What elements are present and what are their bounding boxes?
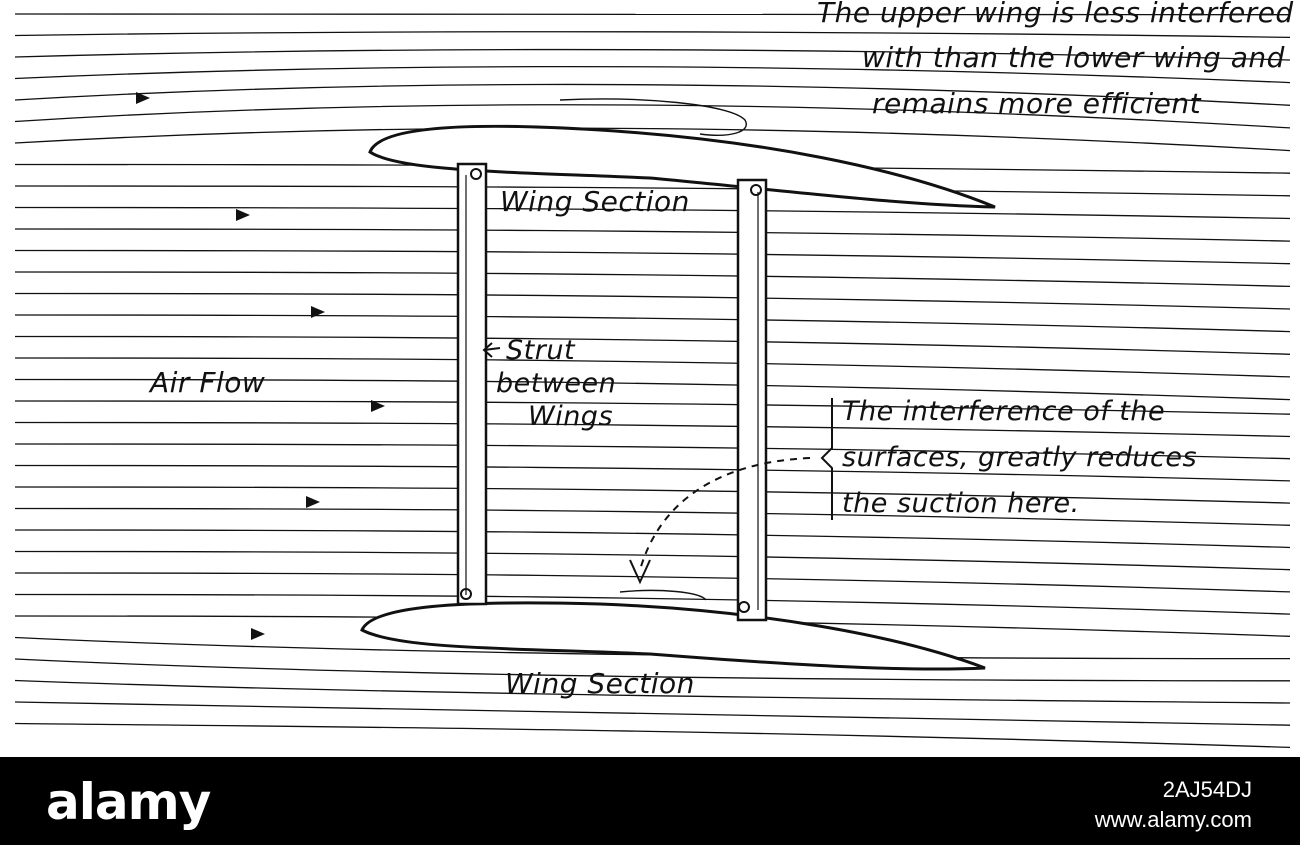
strut-pointer-arrow: [482, 342, 501, 358]
upper-note-line1: The upper wing is less interfered: [817, 0, 1294, 29]
lower-suction-swirl: [619, 589, 707, 601]
strut-label-line2: between: [496, 368, 616, 399]
interference-note-line3: the suction here.: [842, 488, 1080, 519]
airflow-streamline: [14, 185, 1291, 197]
suction-pointer-arrow: [639, 457, 811, 571]
strut-label-line3: Wings: [528, 401, 613, 432]
airflow-streamline: [14, 249, 1291, 265]
strut-label-line1: Strut: [506, 335, 576, 366]
biplane-airflow-diagram: The upper wing is less interfered with t…: [14, 0, 1294, 749]
airflow-streamline: [14, 701, 1291, 726]
airflow-streamline: [14, 679, 1291, 704]
image-id: 2AJ54DJ: [1162, 777, 1252, 802]
airflow-streamline: [14, 550, 1291, 571]
interference-bracket: [820, 398, 833, 520]
airflow-streamline: [14, 104, 1291, 129]
airflow-streamline: [14, 529, 1291, 549]
airflow-streamline: [14, 206, 1291, 220]
airflow-streamline: [14, 593, 1291, 615]
upper-note-line3: remains more efficient: [872, 87, 1202, 120]
air-flow-label: Air Flow: [148, 366, 265, 399]
airflow-streamline: [14, 228, 1291, 242]
airflow-streamline: [14, 271, 1291, 288]
suction-pointer-arrowhead: [629, 559, 651, 585]
lower-wing-label: Wing Section: [505, 667, 695, 700]
airflow-arrowhead: [371, 400, 385, 412]
airflow-arrowhead: [306, 496, 320, 508]
airflow-streamline: [14, 572, 1291, 593]
airflow-streamline: [14, 31, 1291, 39]
upper-note-line2: with than the lower wing and: [862, 41, 1285, 74]
interference-note-line2: surfaces, greatly reduces: [842, 442, 1197, 473]
airflow-streamline: [14, 421, 1291, 438]
airflow-arrowhead: [136, 92, 150, 104]
left-strut: [456, 162, 488, 606]
airflow-streamline: [14, 314, 1291, 333]
upper-wing-label: Wing Section: [500, 185, 690, 218]
airflow-streamline: [14, 48, 1291, 61]
airflow-arrowhead: [236, 209, 250, 221]
airflow-arrows: [136, 92, 385, 640]
interference-note-line1: The interference of the: [842, 396, 1165, 427]
site-url: www.alamy.com: [1094, 807, 1252, 832]
airflow-arrowhead: [311, 306, 325, 318]
airflow-arrowhead: [251, 628, 265, 640]
airflow-streamline: [14, 722, 1291, 749]
airflow-streamline: [14, 464, 1291, 482]
watermark-footer-bar: alamy 2AJ54DJ www.alamy.com: [0, 757, 1300, 845]
airflow-streamline: [14, 443, 1291, 460]
right-strut: [736, 178, 768, 622]
upper-wing-section: [368, 124, 996, 209]
airflow-streamline: [14, 357, 1291, 378]
airflow-streamline: [14, 65, 1291, 84]
alamy-logo: alamy: [46, 773, 211, 831]
airflow-streamline: [14, 378, 1291, 401]
airflow-streamline: [14, 507, 1291, 526]
airflow-streamline: [14, 400, 1291, 415]
upper-suction-swirl: [559, 98, 747, 136]
airflow-streamline: [14, 658, 1291, 682]
airflow-streamline: [14, 83, 1291, 106]
image-id-block: 2AJ54DJ www.alamy.com: [1095, 775, 1252, 835]
airflow-streamline: [14, 636, 1291, 660]
airflow-streamline: [14, 486, 1291, 504]
airflow-streamlines: [14, 11, 1291, 749]
lower-wing-section: [360, 601, 986, 671]
airflow-streamline: [14, 292, 1291, 310]
airflow-streamline: [14, 335, 1291, 355]
